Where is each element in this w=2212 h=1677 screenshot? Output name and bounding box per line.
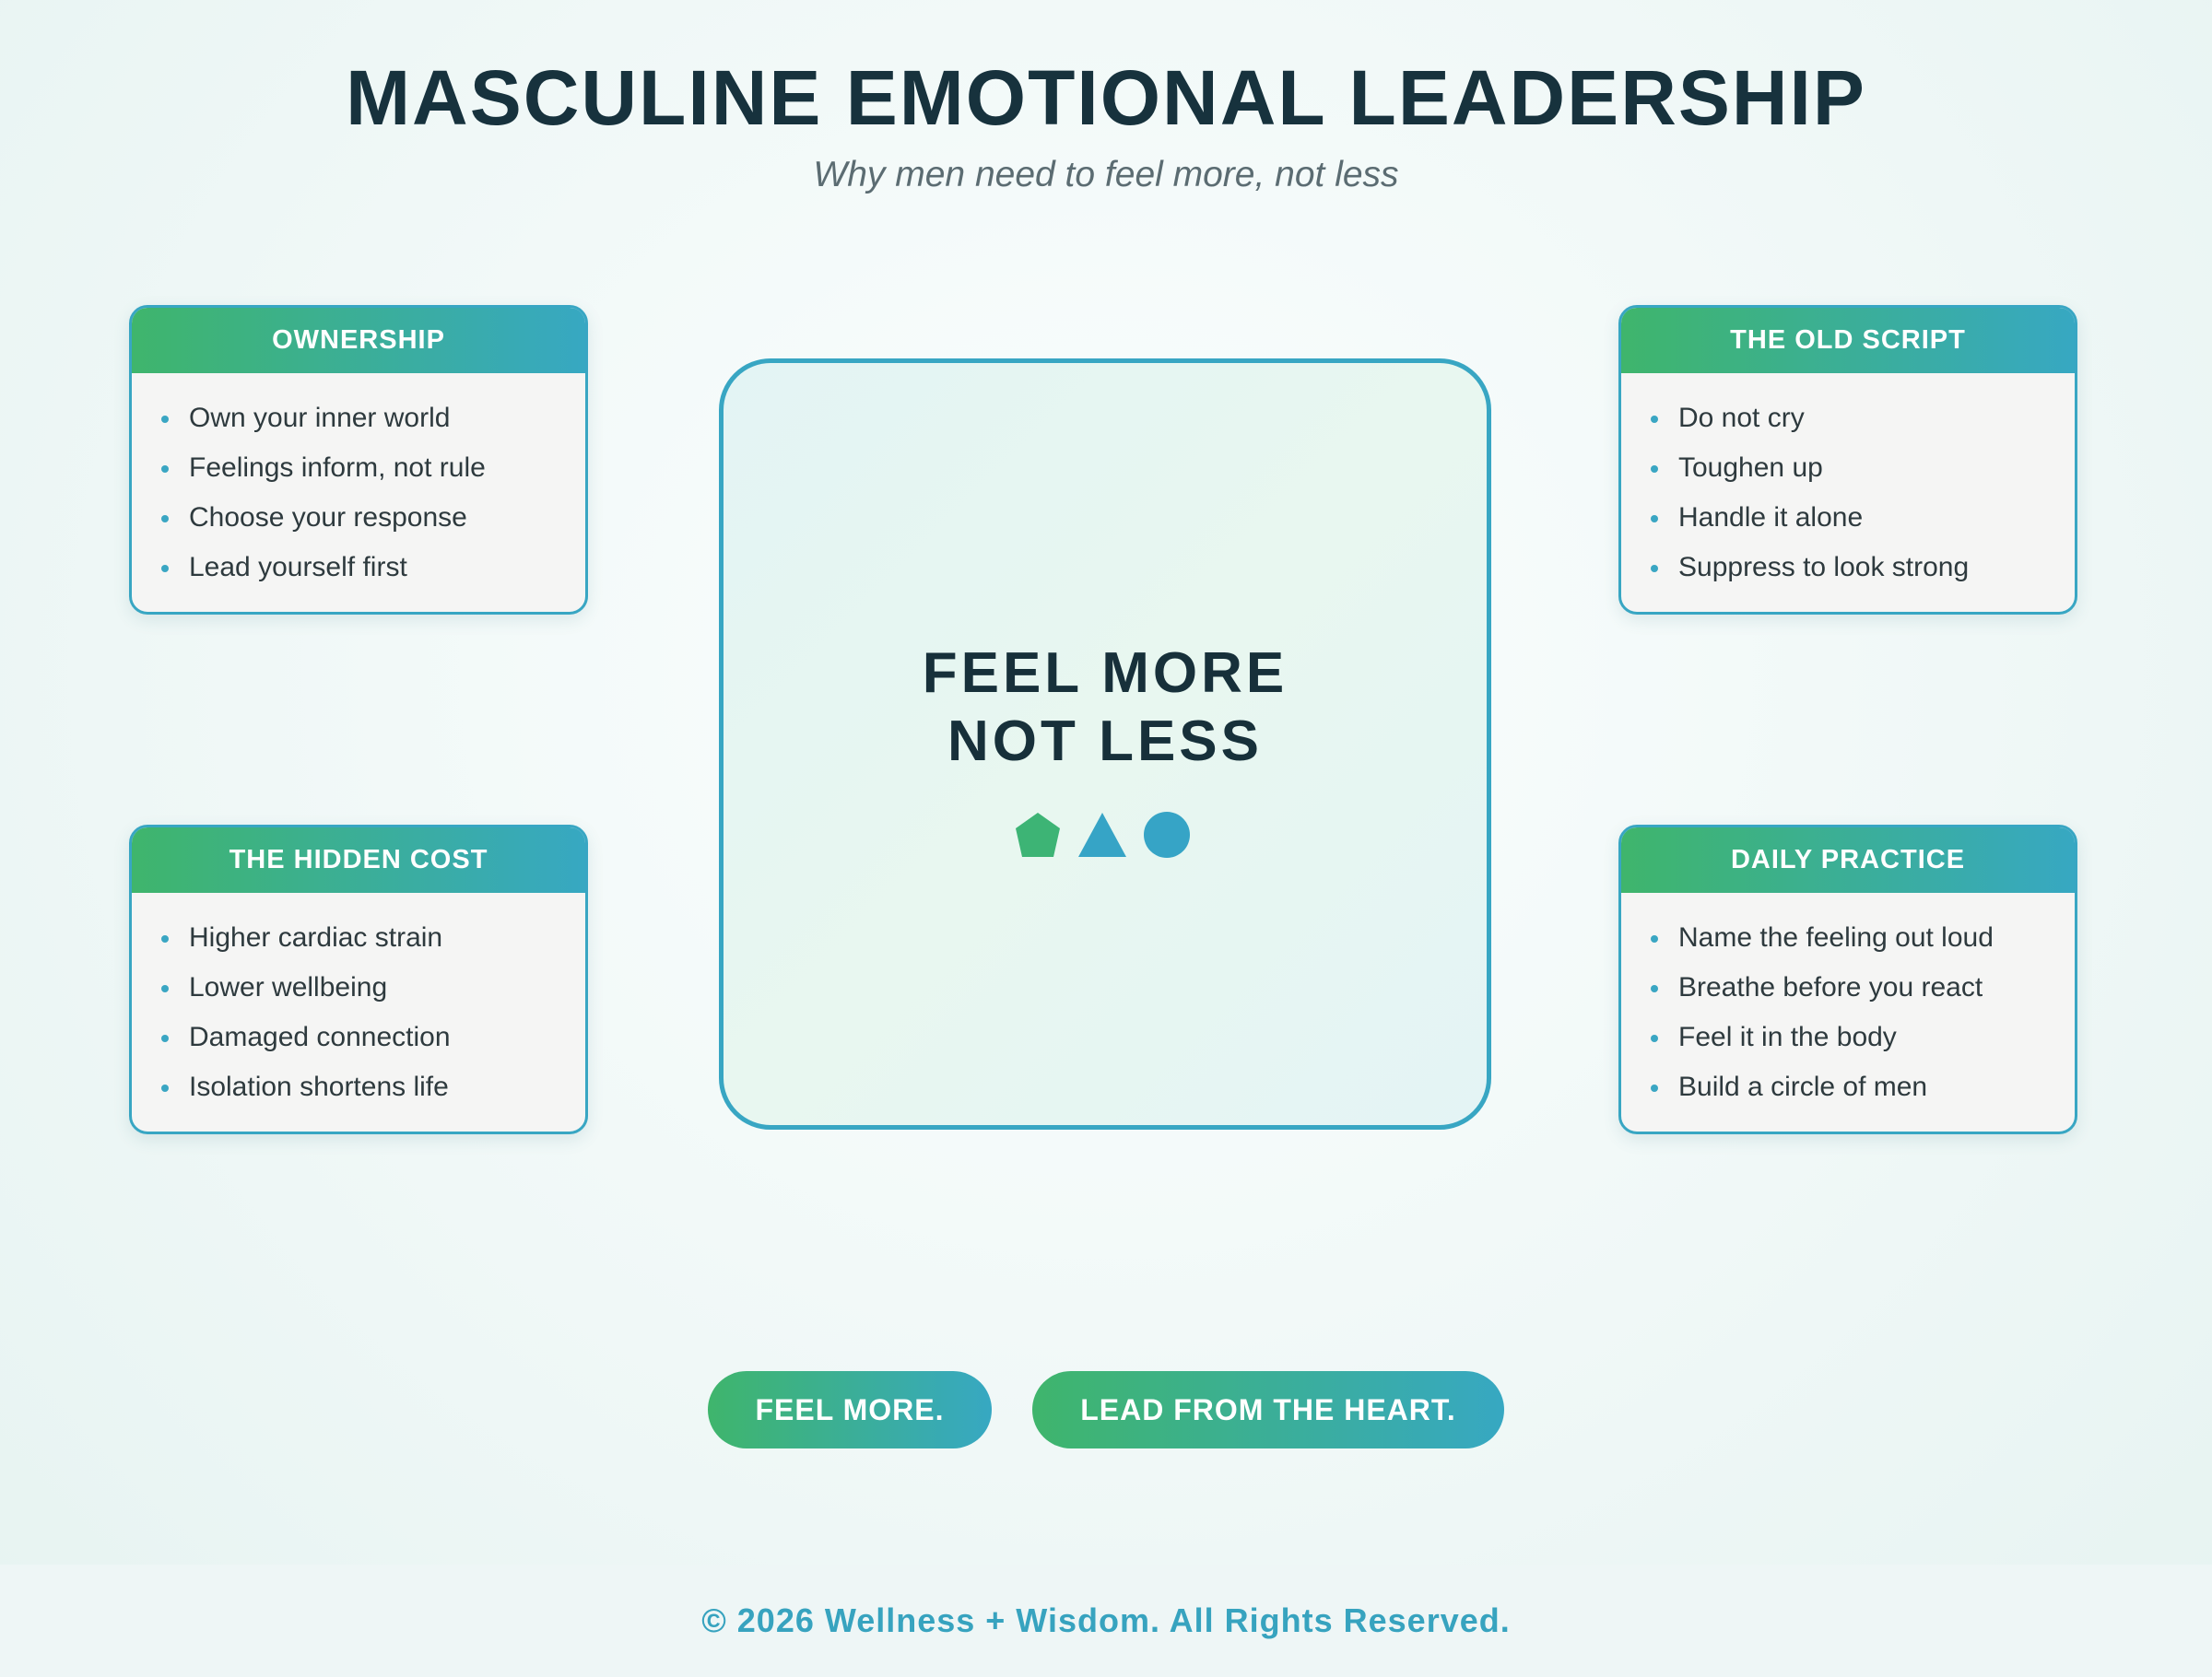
card-list-hidden-cost: Higher cardiac strain Lower wellbeing Da… [132,893,585,1112]
page-title: MASCULINE EMOTIONAL LEADERSHIP [346,54,1866,141]
list-item: Damaged connection [161,1013,585,1062]
list-item: Name the feeling out loud [1651,913,2075,963]
list-item: Own your inner world [161,393,585,443]
card-list-daily-practice: Name the feeling out loud Breathe before… [1621,893,2075,1112]
circle-shape [1144,812,1190,858]
card-list-old-script: Do not cry Toughen up Handle it alone Su… [1621,373,2075,592]
page-subtitle: Why men need to feel more, not less [813,155,1399,194]
list-item: Handle it alone [1651,493,2075,543]
card-header-old-script: THE OLD SCRIPT [1621,308,2075,373]
shape-row [724,809,1487,861]
list-item: Higher cardiac strain [161,913,585,963]
list-item: Isolation shortens life [161,1062,585,1112]
center-heading-line2: NOT LESS [947,710,1264,773]
triangle-shape [1078,813,1126,857]
card-daily-practice: DAILY PRACTICE Name the feeling out loud… [1618,825,2077,1134]
list-item: Choose your response [161,493,585,543]
footer: © 2026 Wellness + Wisdom. All Rights Res… [0,1565,2212,1677]
triangle-icon [1078,813,1126,857]
list-item: Suppress to look strong [1651,543,2075,592]
card-header-ownership: OWNERSHIP [132,308,585,373]
list-item: Toughen up [1651,443,2075,493]
feel-more-button[interactable]: FEEL MORE. [708,1371,992,1448]
pentagon-icon [1016,813,1060,857]
card-old-script: THE OLD SCRIPT Do not cry Toughen up Han… [1618,305,2077,615]
list-item: Lower wellbeing [161,963,585,1013]
pentagon-shape [1016,813,1060,857]
list-item: Breathe before you react [1651,963,2075,1013]
center-heading: FEEL MORE NOT LESS [724,639,1487,776]
list-item: Lead yourself first [161,543,585,592]
card-header-daily-practice: DAILY PRACTICE [1621,827,2075,893]
list-item: Do not cry [1651,393,2075,443]
card-ownership: OWNERSHIP Own your inner world Feelings … [129,305,588,615]
card-list-ownership: Own your inner world Feelings inform, no… [132,373,585,592]
list-item: Build a circle of men [1651,1062,2075,1112]
card-header-hidden-cost: THE HIDDEN COST [132,827,585,893]
card-hidden-cost: THE HIDDEN COST Higher cardiac strain Lo… [129,825,588,1134]
circle-icon [1144,812,1190,858]
list-item: Feel it in the body [1651,1013,2075,1062]
center-panel: FEEL MORE NOT LESS [719,358,1491,1130]
lead-from-heart-button[interactable]: LEAD FROM THE HEART. [1032,1371,1504,1448]
center-heading-line1: FEEL MORE [922,641,1288,705]
list-item: Feelings inform, not rule [161,443,585,493]
footer-copyright: © 2026 Wellness + Wisdom. All Rights Res… [701,1601,1511,1639]
